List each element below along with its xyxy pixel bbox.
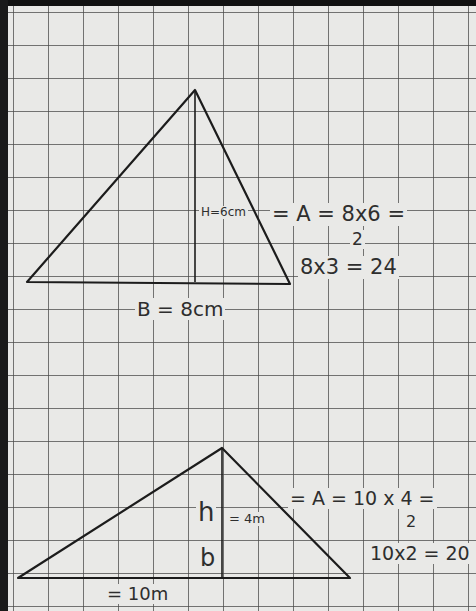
top-edge	[0, 0, 476, 6]
base-value: = 10m	[105, 584, 170, 604]
area-result: 8x3 = 24	[298, 256, 399, 279]
fraction-denominator: 2	[404, 513, 418, 531]
base-label: B = 8cm	[135, 298, 225, 320]
fraction-denominator: 2	[350, 230, 365, 249]
triangle-one	[27, 90, 290, 284]
base-letter: b	[198, 545, 217, 571]
height-letter: h	[196, 498, 216, 527]
height-label: H=6cm	[199, 206, 248, 219]
area-result: 10x2 = 20	[368, 543, 472, 564]
triangle-two	[18, 448, 350, 578]
left-edge	[0, 0, 8, 611]
area-formula: = A = 10 x 4 =	[288, 488, 437, 509]
area-formula: = A = 8x6 =	[270, 203, 407, 226]
height-line-two	[221, 448, 223, 578]
height-line-one	[194, 90, 196, 282]
height-value: = 4m	[227, 512, 267, 526]
